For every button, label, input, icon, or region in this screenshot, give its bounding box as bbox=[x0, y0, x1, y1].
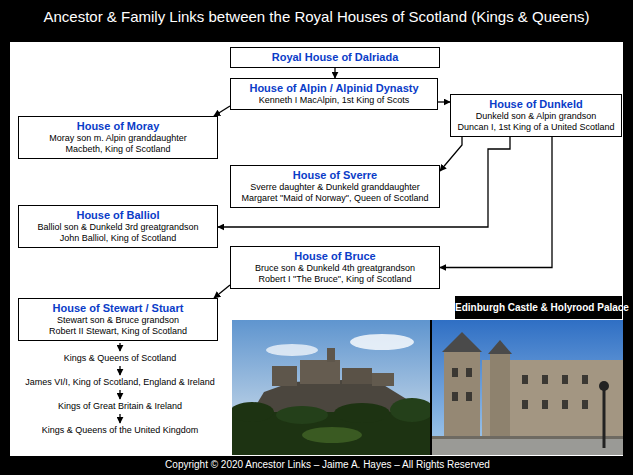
lamppost bbox=[603, 388, 606, 448]
house-name: House of Sverre bbox=[235, 169, 435, 182]
cloud bbox=[266, 344, 318, 356]
lineage-note: Sverre daughter & Dunkeld granddaughter bbox=[235, 182, 435, 193]
house-name: House of Dunkeld bbox=[455, 98, 617, 111]
house-name: House of Balliol bbox=[23, 209, 213, 222]
shadow bbox=[432, 436, 623, 439]
succession-note: Kings of Great Britain & Ireland bbox=[11, 400, 229, 412]
house-box: House of SverreSverre daughter & Dunkeld… bbox=[230, 165, 440, 208]
succession-arrow bbox=[119, 366, 120, 375]
castle-tower bbox=[327, 348, 335, 362]
lineage-arrow bbox=[440, 137, 552, 268]
tree-crown bbox=[232, 402, 274, 422]
lineage-arrow bbox=[214, 285, 230, 298]
lineage-note: Bruce son & Dunkeld 4th greatgrandson bbox=[235, 263, 435, 274]
tower-roof bbox=[488, 340, 512, 354]
window bbox=[582, 400, 588, 409]
lineage-note: Margaret "Maid of Norway", Queen of Scot… bbox=[235, 193, 435, 204]
window bbox=[466, 392, 472, 401]
lineage-note: Moray son m. Alpin granddaughter bbox=[23, 133, 213, 144]
house-name: House of Alpin / Alpinid Dynasty bbox=[235, 82, 433, 95]
tower-roof bbox=[442, 332, 482, 352]
lineage-note: Kenneth I MacAlpin, 1st King of Scots bbox=[235, 95, 433, 106]
window bbox=[522, 400, 528, 409]
lineage-note: Robert II Stewart, King of Scotland bbox=[23, 326, 213, 337]
window bbox=[452, 392, 458, 401]
castle-photo bbox=[232, 320, 434, 455]
window bbox=[542, 400, 548, 409]
succession-arrow bbox=[119, 343, 120, 351]
lineage-note: Dunkeld son & Alpin grandson bbox=[455, 111, 617, 122]
window bbox=[582, 375, 588, 384]
lineage-arrow bbox=[440, 137, 462, 171]
house-name: House of Bruce bbox=[235, 250, 435, 263]
photo-caption: Edinburgh Castle & Holyrood Palace bbox=[455, 296, 622, 319]
house-box: Royal House of Dalriada bbox=[230, 47, 440, 68]
lineage-note: Balliol son & Dunkeld 3rd greatgrandson bbox=[23, 222, 213, 233]
sky bbox=[232, 320, 430, 455]
house-name: House of Moray bbox=[23, 120, 213, 133]
window bbox=[452, 368, 458, 377]
lineage-note: Robert I "The Bruce", King of Scotland bbox=[235, 274, 435, 285]
lineage-arrow bbox=[438, 101, 450, 102]
castle-palace-photos bbox=[232, 320, 623, 455]
lineage-arrow bbox=[214, 106, 230, 116]
lamp bbox=[599, 381, 609, 391]
succession-note: Kings & Queens of Scotland bbox=[11, 352, 229, 364]
castle-building bbox=[342, 368, 372, 384]
house-box: House of Stewart / StuartStewart son & B… bbox=[18, 298, 218, 341]
lineage-note: John Balliol, King of Scotland bbox=[23, 233, 213, 244]
photo-divider bbox=[430, 320, 432, 455]
tree-highlight bbox=[302, 427, 362, 443]
diagram-title: Ancestor & Family Links between the Roya… bbox=[0, 8, 633, 26]
succession-arrow bbox=[119, 414, 120, 423]
window bbox=[542, 375, 548, 384]
palace-tower bbox=[490, 354, 510, 438]
cloud bbox=[350, 334, 414, 350]
tree-crown bbox=[276, 406, 328, 424]
succession-arrow bbox=[119, 390, 120, 399]
lineage-note: Duncan I, 1st King of a United Scotland bbox=[455, 122, 617, 133]
tree-crown bbox=[334, 403, 390, 423]
lineage-arrow bbox=[218, 137, 510, 227]
copyright-note: Copyright © 2020 Ancestor Links – Jaime … bbox=[11, 459, 633, 471]
window bbox=[466, 368, 472, 377]
sky bbox=[432, 320, 623, 455]
castle-building bbox=[272, 366, 297, 386]
house-box: House of Alpin / Alpinid DynastyKenneth … bbox=[230, 78, 438, 110]
window bbox=[562, 375, 568, 384]
succession-note: James VI/I, King of Scotland, England & … bbox=[11, 376, 229, 388]
courtyard bbox=[432, 436, 623, 455]
window bbox=[562, 400, 568, 409]
lineage-arrow bbox=[334, 68, 335, 78]
window bbox=[522, 375, 528, 384]
house-name: Royal House of Dalriada bbox=[235, 51, 435, 64]
succession-note: Kings & Queens of the United Kingdom bbox=[11, 424, 229, 436]
palace-photo bbox=[432, 320, 623, 455]
castle-building bbox=[300, 360, 340, 384]
house-box: House of BruceBruce son & Dunkeld 4th gr… bbox=[230, 246, 440, 289]
palace-tower bbox=[444, 352, 480, 438]
house-box: House of MorayMoray son m. Alpin grandda… bbox=[18, 116, 218, 159]
tree-crown bbox=[390, 398, 434, 422]
lineage-note: Macbeth, King of Scotland bbox=[23, 144, 213, 155]
house-name: House of Stewart / Stuart bbox=[23, 302, 213, 315]
castle-building bbox=[372, 373, 394, 386]
house-box: House of DunkeldDunkeld son & Alpin gran… bbox=[450, 94, 622, 137]
house-box: House of BalliolBalliol son & Dunkeld 3r… bbox=[18, 205, 218, 248]
lineage-note: Stewart son & Bruce grandson bbox=[23, 315, 213, 326]
